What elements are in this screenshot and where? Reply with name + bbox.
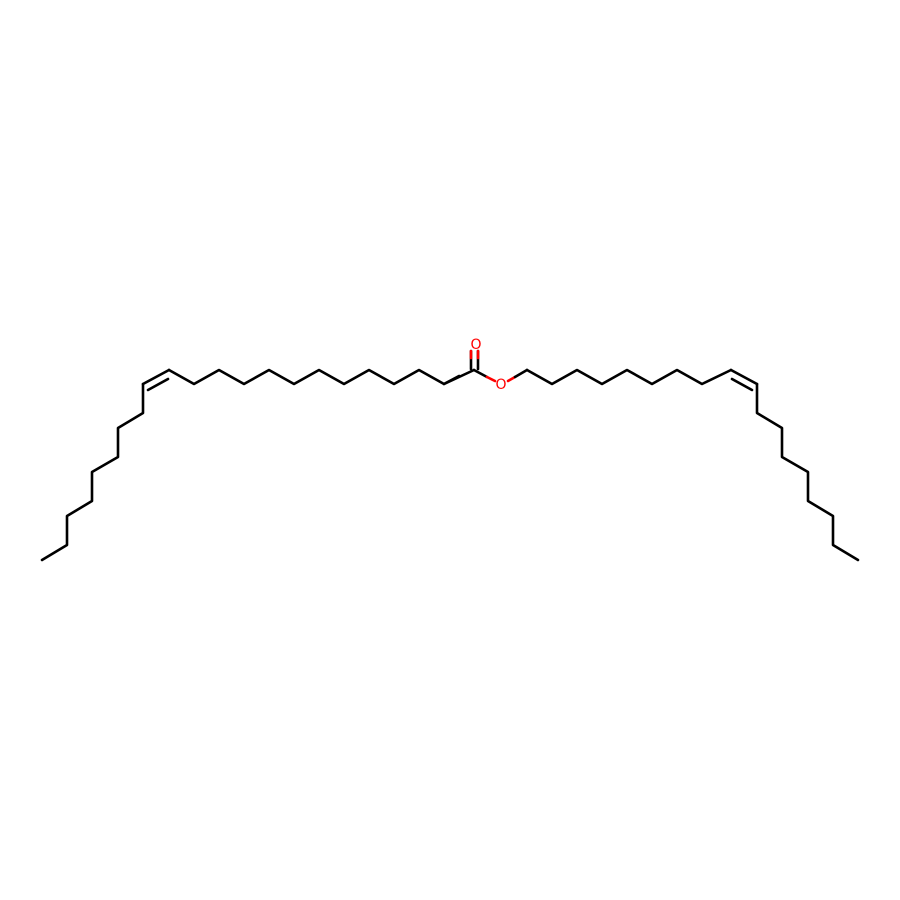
alkyl-chain-main-segment <box>525 368 733 386</box>
carbonyl-to-alpha-bond <box>442 368 476 386</box>
carbonyl-oxygen-label: O <box>470 337 481 353</box>
alkyl-cis-double-bond <box>729 368 759 386</box>
acyl-chain-terminal-segment <box>40 382 145 562</box>
alkyl-chain-terminal-segment <box>755 382 860 562</box>
ester-oxygen-label: O <box>495 377 506 393</box>
ester-bond-c-o-red <box>485 375 497 383</box>
acyl-cis-double-bond-inner <box>146 377 170 392</box>
ester-bond-c-o <box>472 368 489 379</box>
alkyl-cis-double-bond-inner <box>730 377 754 392</box>
ester-bond-o-c <box>513 368 529 379</box>
acyl-chain-main-segment <box>167 368 461 386</box>
acyl-cis-double-bond <box>141 368 171 386</box>
ester-bond-o-c-red <box>506 375 517 383</box>
